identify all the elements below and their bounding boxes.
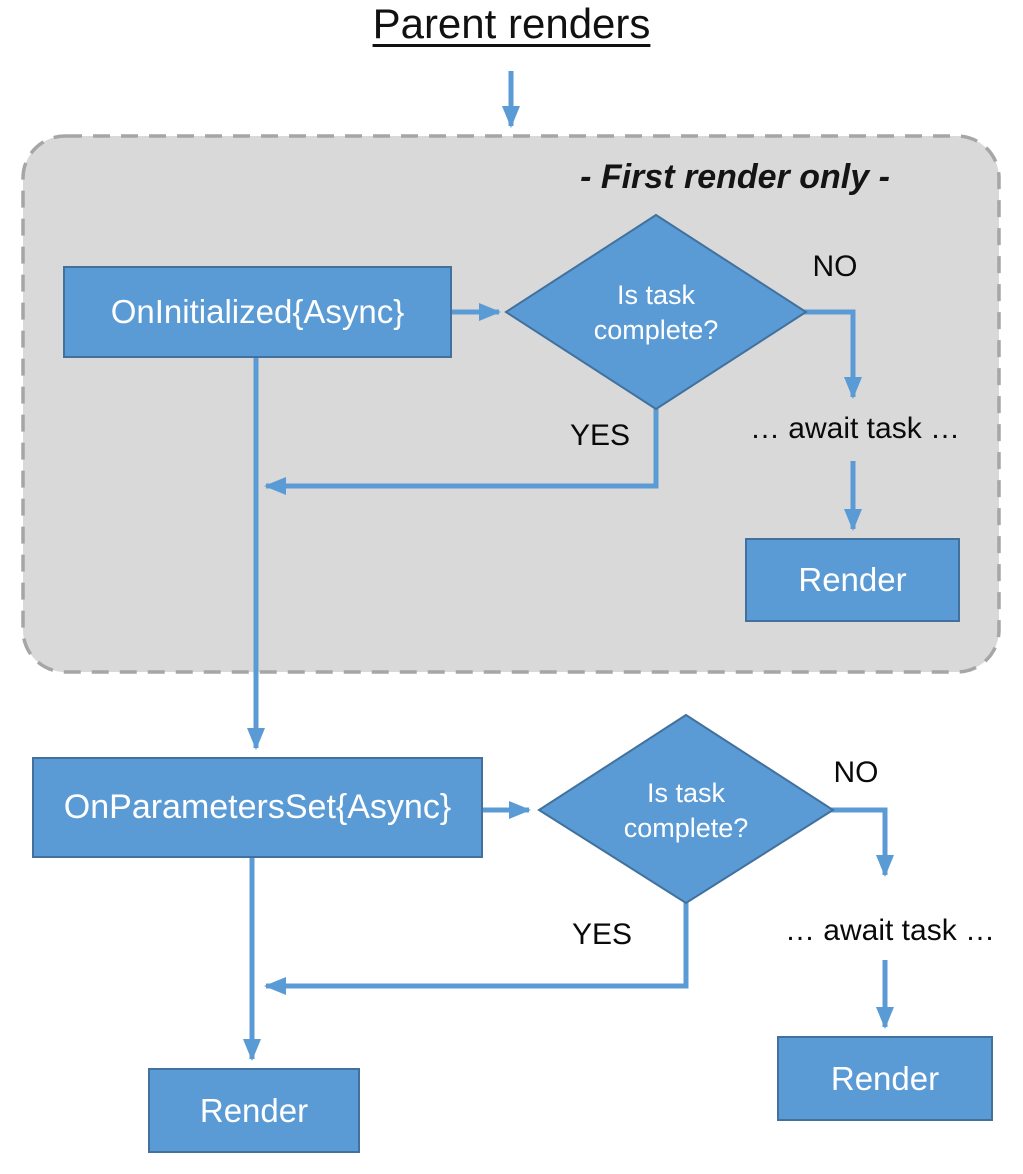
node-onparametersset: OnParametersSet{Async} [32,757,483,858]
edge-label-await-first: … await task … [749,412,961,445]
edge-decision-params-no [831,807,894,877]
edge-label-yes-params: YES [571,918,633,951]
node-oninitialized: OnInitialized{Async} [63,266,452,358]
page-title: Parent renders [372,0,651,47]
decision-params-label: Is task complete? [623,777,749,843]
edge-label-yes-first: YES [569,419,631,452]
decision-first-diamond [504,213,808,411]
edge-label-no-first: NO [812,250,858,283]
decision-first-label: Is task complete? [593,279,719,345]
node-render-first-branch: Render [745,538,960,622]
edge-decision-first-yes [264,408,659,495]
first-render-group-label: - First render only - [580,158,890,196]
node-render-final: Render [148,1068,360,1153]
edge-label-no-params: NO [833,756,879,789]
edge-decision-first-no [804,309,862,399]
edge-decision-params-yes [264,902,689,995]
decision-params-diamond [537,713,835,905]
node-render-params-branch: Render [777,1036,993,1121]
edge-label-await-params: … await task … [784,914,996,947]
